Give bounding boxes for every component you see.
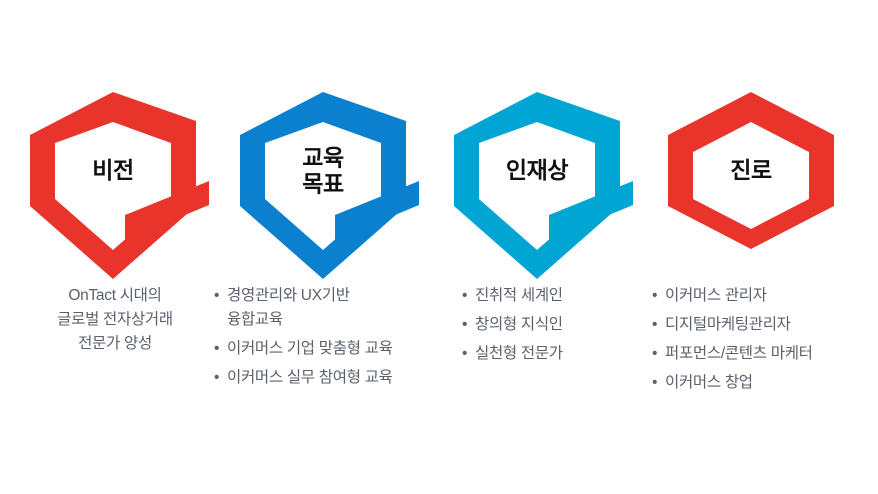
list-item: 경영관리와 UX기반 융합교육 <box>214 284 454 332</box>
hexagon-ring-talent-profile <box>454 92 620 279</box>
description-column-vision: OnTact 시대의 글로벌 전자상거래 전문가 양성 <box>20 284 210 356</box>
description-column-talent-profile: 진취적 세계인 창의형 지식인 실천형 전문가 <box>462 284 637 371</box>
list-item: 창의형 지식인 <box>462 313 637 337</box>
hexagon-ring-vision <box>30 92 196 279</box>
list-item: 이커머스 창업 <box>652 371 872 395</box>
description-line: 전문가 양성 <box>78 335 152 353</box>
list-item: 이커머스 실무 참여형 교육 <box>214 366 454 390</box>
hex-node-vision <box>30 92 209 279</box>
list-item: 퍼포먼스/콘텐츠 마케터 <box>652 342 872 366</box>
description-column-education-goal: 경영관리와 UX기반 융합교육 이커머스 기업 맞춤형 교육 이커머스 실무 참… <box>214 284 454 395</box>
hex-node-career-path <box>668 92 834 249</box>
description-column-career-path: 이커머스 관리자 디지털마케팅관리자 퍼포먼스/콘텐츠 마케터 이커머스 창업 <box>652 284 872 400</box>
hexagon-tail-education-goal <box>335 181 419 240</box>
description-line: 글로벌 전자상거래 <box>57 311 173 329</box>
hexagon-tail-vision <box>125 181 209 240</box>
description-line: OnTact 시대의 <box>68 287 162 304</box>
list-item: 실천형 전문가 <box>462 342 637 366</box>
list-item: 이커머스 관리자 <box>652 284 872 308</box>
hexagon-ring-education-goal <box>240 92 406 279</box>
hex-node-education-goal <box>240 92 419 279</box>
hex-node-talent-profile <box>454 92 633 279</box>
list-item: 이커머스 기업 맞춤형 교육 <box>214 337 454 361</box>
list-item: 진취적 세계인 <box>462 284 637 308</box>
hexagon-tail-talent-profile <box>549 181 633 240</box>
hexagon-ring-career-path <box>668 92 834 249</box>
list-item: 디지털마케팅관리자 <box>652 313 872 337</box>
